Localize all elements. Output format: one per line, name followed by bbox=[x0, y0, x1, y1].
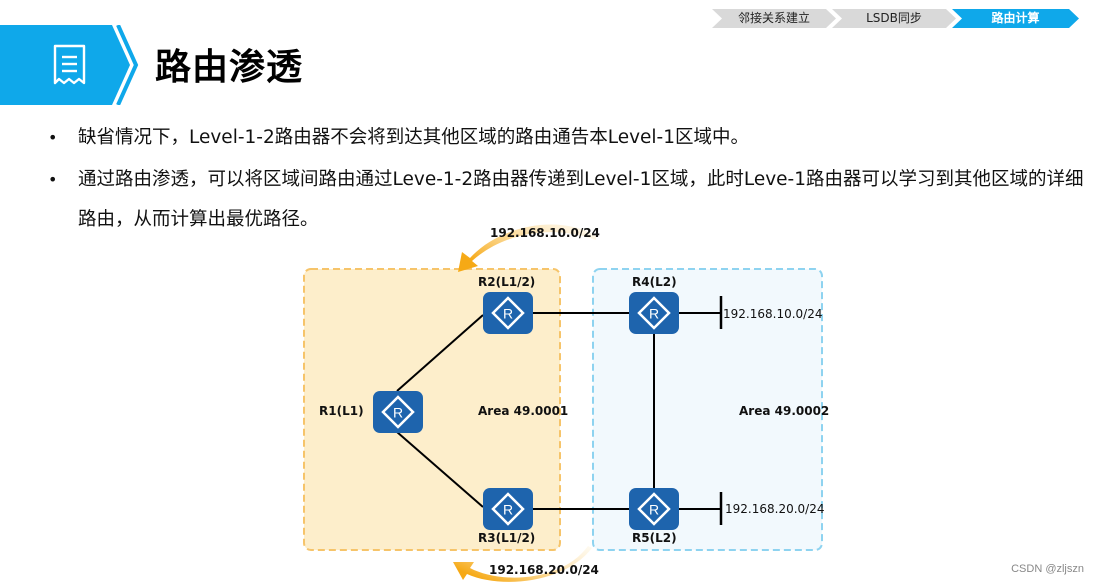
router-icon: R bbox=[381, 395, 415, 429]
area-2-box bbox=[592, 268, 823, 551]
router-label-r1: R1(L1) bbox=[319, 404, 364, 418]
step-adjacency: 邻接关系建立 bbox=[712, 9, 836, 28]
document-list-icon bbox=[53, 44, 86, 85]
router-icon: R bbox=[637, 492, 671, 526]
router-r5[interactable]: R bbox=[629, 488, 679, 530]
area-1-box bbox=[303, 268, 561, 551]
progress-steps: 邻接关系建立 LSDB同步 路由计算 bbox=[712, 9, 1079, 28]
step-label: 邻接关系建立 bbox=[737, 11, 810, 25]
router-icon: R bbox=[491, 492, 525, 526]
network-r5: 192.168.20.0/24 bbox=[725, 502, 825, 516]
bullet-dot: • bbox=[48, 128, 58, 147]
area-1-label: Area 49.0001 bbox=[478, 404, 569, 418]
svg-text:R: R bbox=[649, 502, 659, 518]
bullet-text: 缺省情况下，Level-1-2路由器不会将到达其他区域的路由通告本Level-1… bbox=[78, 127, 750, 148]
router-r2[interactable]: R bbox=[483, 292, 533, 334]
step-lsdb-sync: LSDB同步 bbox=[832, 9, 956, 28]
step-label: 路由计算 bbox=[991, 11, 1040, 25]
step-label: LSDB同步 bbox=[866, 11, 922, 25]
router-icon: R bbox=[491, 296, 525, 330]
router-label-r4: R4(L2) bbox=[632, 275, 677, 289]
bullet-item: • 缺省情况下，Level-1-2路由器不会将到达其他区域的路由通告本Level… bbox=[45, 118, 1085, 158]
router-label-r5: R5(L2) bbox=[632, 531, 677, 545]
router-label-r2: R2(L1/2) bbox=[478, 275, 536, 289]
router-label-r3: R3(L1/2) bbox=[478, 531, 536, 545]
router-icon: R bbox=[637, 296, 671, 330]
bullet-item: • 通过路由渗透，可以将区域间路由通过Leve-1-2路由器传递到Level-1… bbox=[45, 160, 1085, 240]
router-r3[interactable]: R bbox=[483, 488, 533, 530]
router-r4[interactable]: R bbox=[629, 292, 679, 334]
svg-text:R: R bbox=[503, 502, 513, 518]
bullet-dot: • bbox=[48, 170, 58, 189]
bullet-list: • 缺省情况下，Level-1-2路由器不会将到达其他区域的路由通告本Level… bbox=[45, 118, 1085, 240]
svg-text:R: R bbox=[649, 306, 659, 322]
leak-arrow-top bbox=[458, 224, 596, 272]
link-r1-r3 bbox=[396, 431, 484, 508]
step-route-calc: 路由计算 bbox=[952, 9, 1079, 28]
header-band bbox=[0, 24, 140, 106]
network-r4: 192.168.10.0/24 bbox=[723, 307, 823, 321]
leaked-route-top: 192.168.10.0/24 bbox=[490, 226, 600, 240]
watermark: CSDN @zljszn bbox=[1011, 563, 1084, 575]
bullet-text: 通过路由渗透，可以将区域间路由通过Leve-1-2路由器传递到Level-1区域… bbox=[78, 169, 1084, 230]
link-r1-r2 bbox=[396, 314, 484, 392]
page-title: 路由渗透 bbox=[155, 47, 304, 88]
leaked-route-bottom: 192.168.20.0/24 bbox=[489, 563, 599, 577]
svg-text:R: R bbox=[393, 405, 403, 421]
svg-text:R: R bbox=[503, 306, 513, 322]
area-2-label: Area 49.0002 bbox=[739, 404, 830, 418]
router-r1[interactable]: R bbox=[373, 391, 423, 433]
